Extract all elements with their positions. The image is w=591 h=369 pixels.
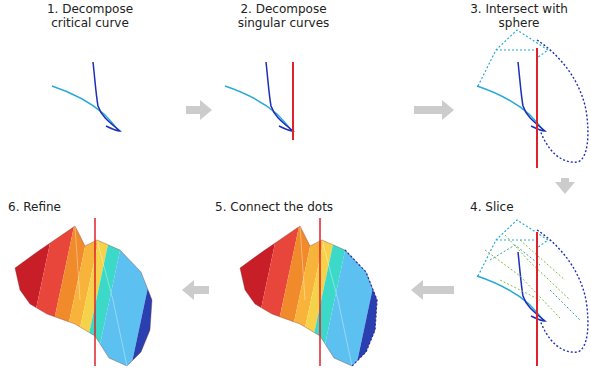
- step-label: 6. Refine: [8, 200, 158, 214]
- step-panel: 3. Intersect with sphere: [460, 2, 588, 172]
- step-label: 4. Slice: [470, 200, 570, 214]
- flow-arrow: [186, 106, 200, 114]
- flow-arrow: [414, 106, 442, 114]
- step-panel: 5. Connect the dots: [215, 200, 405, 366]
- flow-arrow: [423, 286, 454, 294]
- flow-arrow: [561, 178, 569, 182]
- step-label: 5. Connect the dots: [215, 200, 395, 214]
- step-label: 2. Decompose singular curves: [226, 2, 341, 30]
- step-label: 3. Intersect with sphere: [460, 2, 578, 30]
- step-panel: 2. Decompose singular curves: [218, 2, 408, 172]
- step-panel: 6. Refine: [4, 200, 176, 366]
- step-label: 1. Decompose critical curve: [40, 2, 140, 30]
- step-panel: 1. Decompose critical curve: [40, 2, 180, 172]
- step-panel: 4. Slice: [460, 200, 588, 366]
- flow-arrow: [194, 286, 209, 294]
